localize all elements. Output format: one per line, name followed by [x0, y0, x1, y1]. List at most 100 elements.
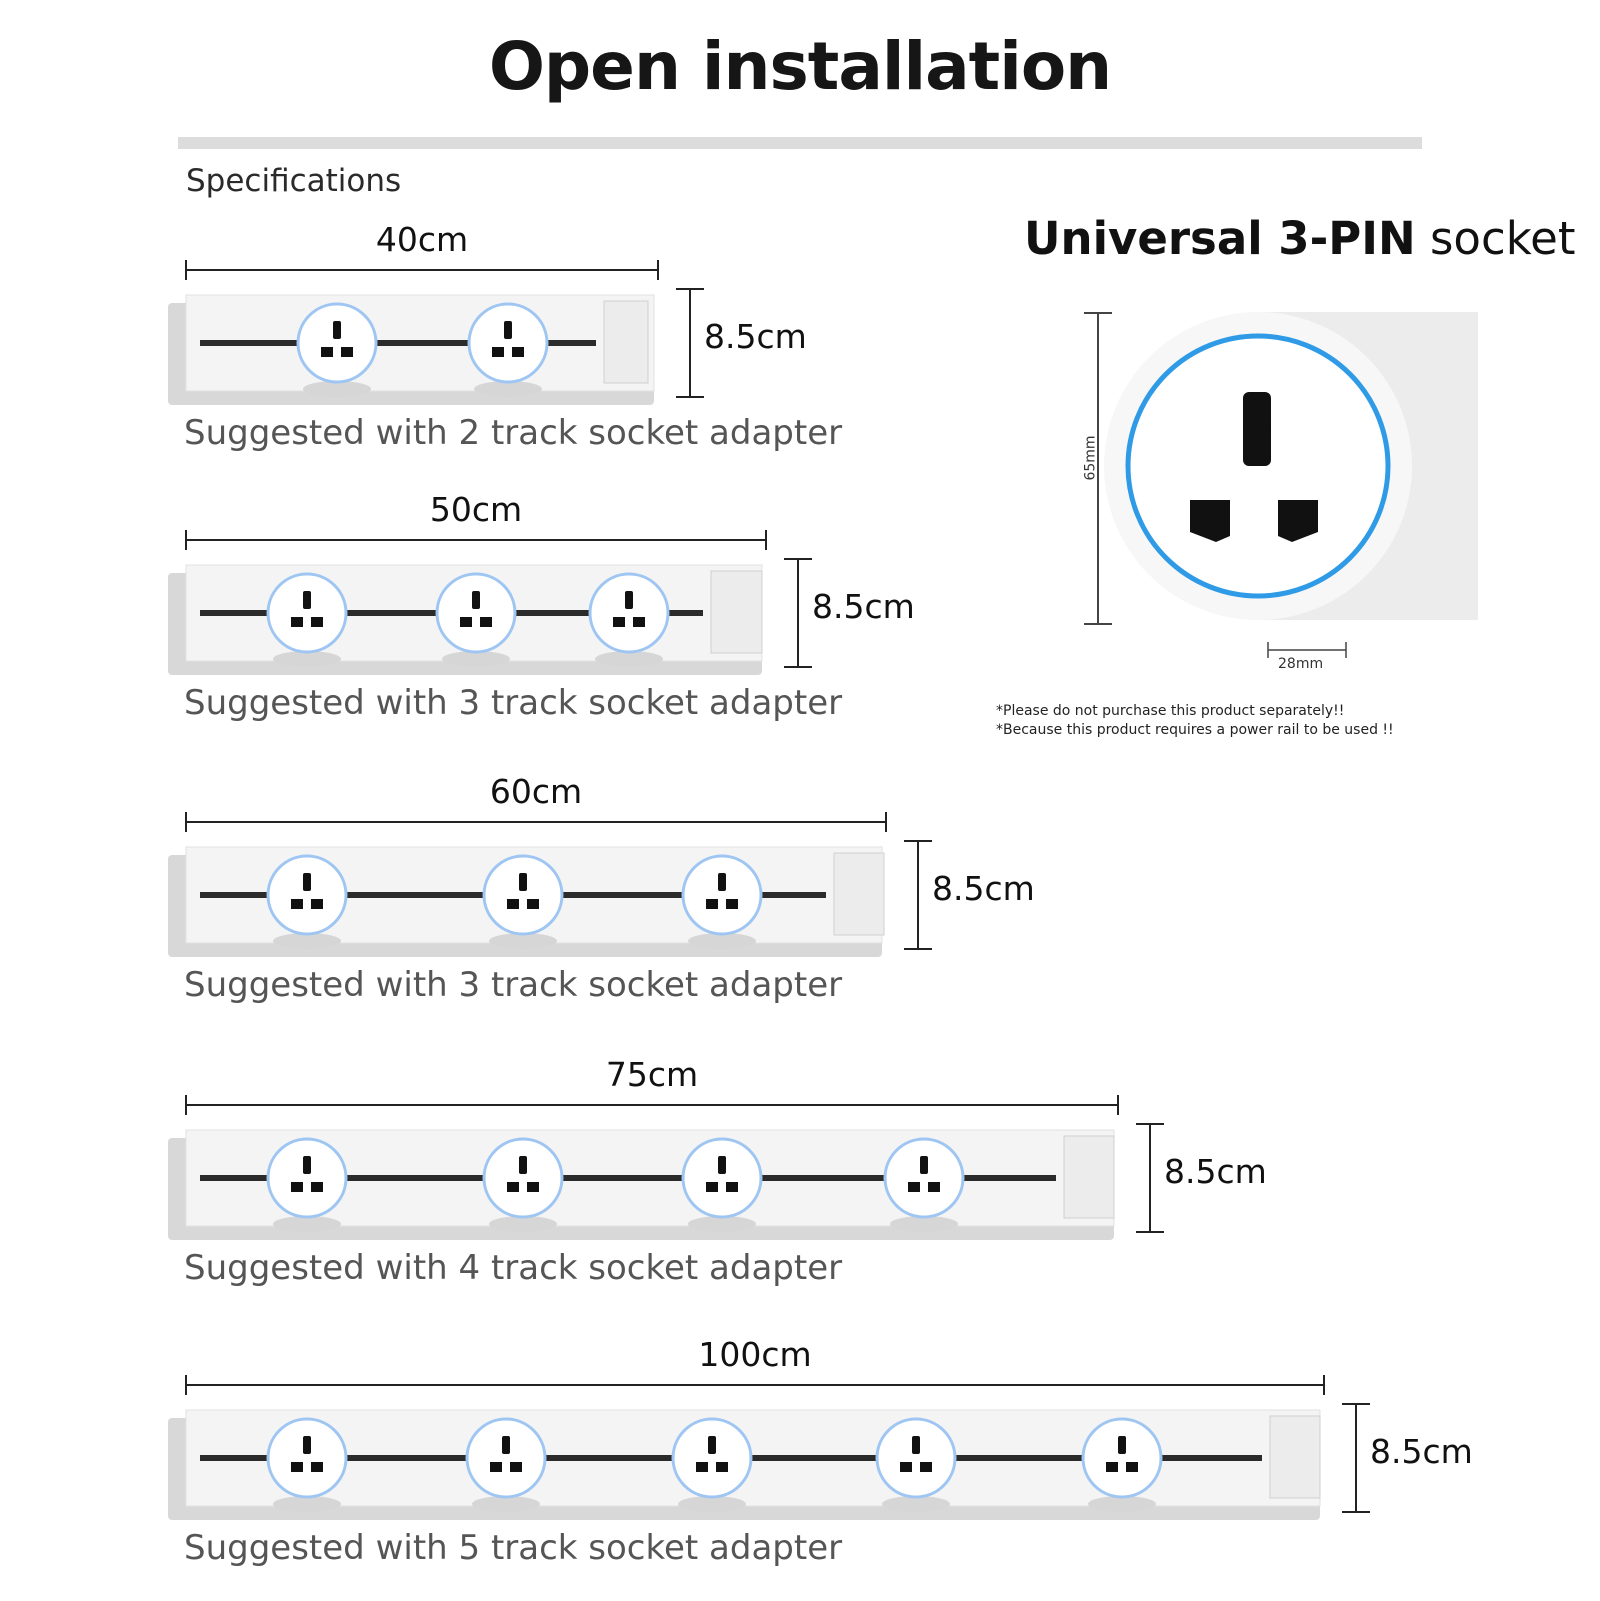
track-length-label: 60cm — [489, 772, 583, 811]
track-end-cap — [603, 300, 649, 384]
socket-pin — [311, 1462, 323, 1472]
socket-pin — [502, 1436, 510, 1454]
socket-pin — [291, 1462, 303, 1472]
socket-shadow — [890, 1216, 958, 1232]
track-shadow — [168, 1418, 1320, 1520]
socket-pin — [708, 1436, 716, 1454]
socket-pin — [696, 1462, 708, 1472]
socket-pin — [726, 1182, 738, 1192]
socket-pin — [460, 617, 472, 627]
purchase-notes: *Please do not purchase this product sep… — [996, 702, 1394, 740]
track-panel — [185, 846, 883, 944]
socket-shadow — [678, 1496, 746, 1512]
socket-shadow — [472, 1496, 540, 1512]
track-shadow — [168, 855, 882, 957]
socket-icon — [588, 572, 670, 654]
product-title-rest: socket — [1415, 212, 1576, 265]
socket-pin — [527, 1182, 539, 1192]
socket-pin — [1106, 1462, 1118, 1472]
socket-pin — [718, 1156, 726, 1174]
socket-shadow — [595, 651, 663, 667]
socket-pin — [633, 617, 645, 627]
track-panel — [185, 294, 655, 392]
socket-pin — [303, 1436, 311, 1454]
socket-icon — [681, 1137, 763, 1219]
height-dimension-label: 65mm — [1082, 435, 1099, 481]
socket-shadow — [442, 651, 510, 667]
socket-pin — [1118, 1436, 1126, 1454]
socket-icon — [296, 302, 378, 384]
socket-pin — [311, 1182, 323, 1192]
track-end-cap — [1063, 1135, 1115, 1219]
track-end-cap — [710, 570, 763, 654]
socket-pin — [303, 1156, 311, 1174]
socket-shadow — [273, 1496, 341, 1512]
socket-shadow — [474, 381, 542, 397]
product-title: Universal 3-PIN socket — [1024, 212, 1575, 265]
product-title-bold: Universal 3-PIN — [1024, 212, 1416, 265]
socket-pin — [519, 873, 527, 891]
track-shadow — [168, 573, 762, 675]
socket-shadow — [303, 381, 371, 397]
socket-pin — [480, 617, 492, 627]
socket-icon — [482, 854, 564, 936]
track-caption: Suggested with 4 track socket adapter — [184, 1248, 843, 1288]
socket-pin — [311, 899, 323, 909]
socket-pin — [504, 321, 512, 339]
socket-pin — [625, 591, 633, 609]
socket-icon — [266, 854, 348, 936]
socket-pin — [333, 321, 341, 339]
specifications-label: Specifications — [186, 163, 402, 199]
track-height-label: 8.5cm — [812, 587, 915, 626]
note-line: *Because this product requires a power r… — [996, 722, 1394, 738]
socket-shadow — [489, 1216, 557, 1232]
socket-shadow — [273, 933, 341, 949]
socket-pin — [291, 1182, 303, 1192]
socket-pin — [291, 617, 303, 627]
socket-icon — [671, 1417, 753, 1499]
track-caption: Suggested with 3 track socket adapter — [184, 683, 843, 723]
socket-pin — [492, 347, 504, 357]
socket-pin — [900, 1462, 912, 1472]
track-caption: Suggested with 3 track socket adapter — [184, 965, 843, 1005]
socket-pin — [507, 899, 519, 909]
socket-pin — [908, 1182, 920, 1192]
socket-pin — [510, 1462, 522, 1472]
socket-shadow — [489, 933, 557, 949]
socket-icon — [482, 1137, 564, 1219]
track-length-label: 50cm — [429, 490, 523, 529]
track-height-label: 8.5cm — [1164, 1152, 1267, 1191]
track-panel — [185, 1409, 1321, 1507]
socket-shadow — [688, 933, 756, 949]
track-end-cap — [1269, 1415, 1321, 1499]
socket-icon — [465, 1417, 547, 1499]
socket-shadow — [1088, 1496, 1156, 1512]
socket-pin — [507, 1182, 519, 1192]
socket-product-icon — [1104, 312, 1478, 620]
socket-pin — [303, 591, 311, 609]
track-shadow — [168, 303, 654, 405]
socket-pin — [341, 347, 353, 357]
track-caption: Suggested with 2 track socket adapter — [184, 413, 843, 453]
socket-pin — [718, 873, 726, 891]
track-length-label: 40cm — [375, 220, 469, 259]
socket-pin — [920, 1156, 928, 1174]
page-title: Open installation — [488, 28, 1112, 105]
track-height-label: 8.5cm — [932, 869, 1035, 908]
socket-icon — [1081, 1417, 1163, 1499]
socket-pin — [512, 347, 524, 357]
socket-pin — [613, 617, 625, 627]
socket-pin — [716, 1462, 728, 1472]
track-length-label: 75cm — [605, 1055, 699, 1094]
socket-shadow — [882, 1496, 950, 1512]
socket-pin — [311, 617, 323, 627]
divider — [178, 137, 1422, 149]
socket-icon — [883, 1137, 965, 1219]
socket-pin — [490, 1462, 502, 1472]
socket-pin — [472, 591, 480, 609]
socket-pin — [291, 899, 303, 909]
track-panel — [185, 564, 763, 662]
socket-pin — [912, 1436, 920, 1454]
socket-pin — [706, 899, 718, 909]
socket-icon — [435, 572, 517, 654]
